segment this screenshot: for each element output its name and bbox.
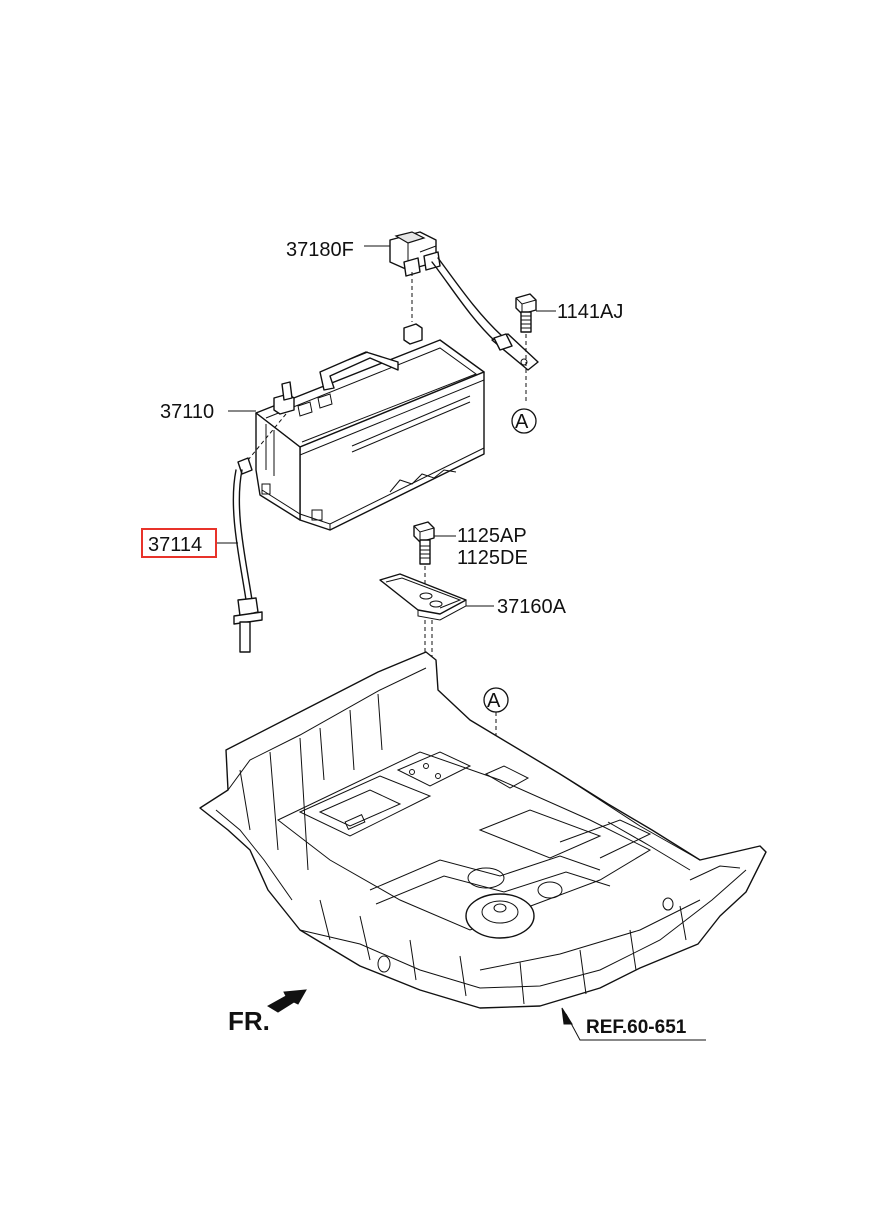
- bracket-37160a[interactable]: [379, 573, 467, 621]
- label-1125de: 1125DE: [457, 547, 528, 569]
- label-37160a: 37160A: [497, 596, 567, 618]
- svg-text:A: A: [487, 690, 501, 712]
- bolt-1141aj[interactable]: [515, 293, 537, 333]
- reference-callout: REF.60-651: [561, 1007, 706, 1041]
- ref-label: REF.60-651: [586, 1017, 687, 1038]
- front-label: FR.: [228, 1006, 270, 1036]
- marker-a-top: A: [511, 408, 537, 434]
- label-37114: 37114: [148, 534, 202, 556]
- ground-cable[interactable]: [431, 257, 539, 371]
- relay-37180f[interactable]: [389, 231, 441, 277]
- svg-text:A: A: [515, 411, 529, 433]
- label-37110: 37110: [160, 401, 214, 423]
- cable-37114[interactable]: [232, 457, 263, 653]
- battery-37110[interactable]: [255, 323, 485, 531]
- front-direction-indicator: FR.: [228, 989, 307, 1036]
- label-1125ap: 1125AP: [457, 525, 527, 547]
- bolt-1125ap[interactable]: [413, 521, 435, 565]
- label-1141aj: 1141AJ: [557, 301, 623, 323]
- label-37180f: 37180F: [286, 239, 354, 261]
- rear-floor-panel[interactable]: [199, 651, 767, 1009]
- highlight-box-37114[interactable]: [141, 528, 217, 558]
- marker-a-floor: A: [483, 687, 509, 713]
